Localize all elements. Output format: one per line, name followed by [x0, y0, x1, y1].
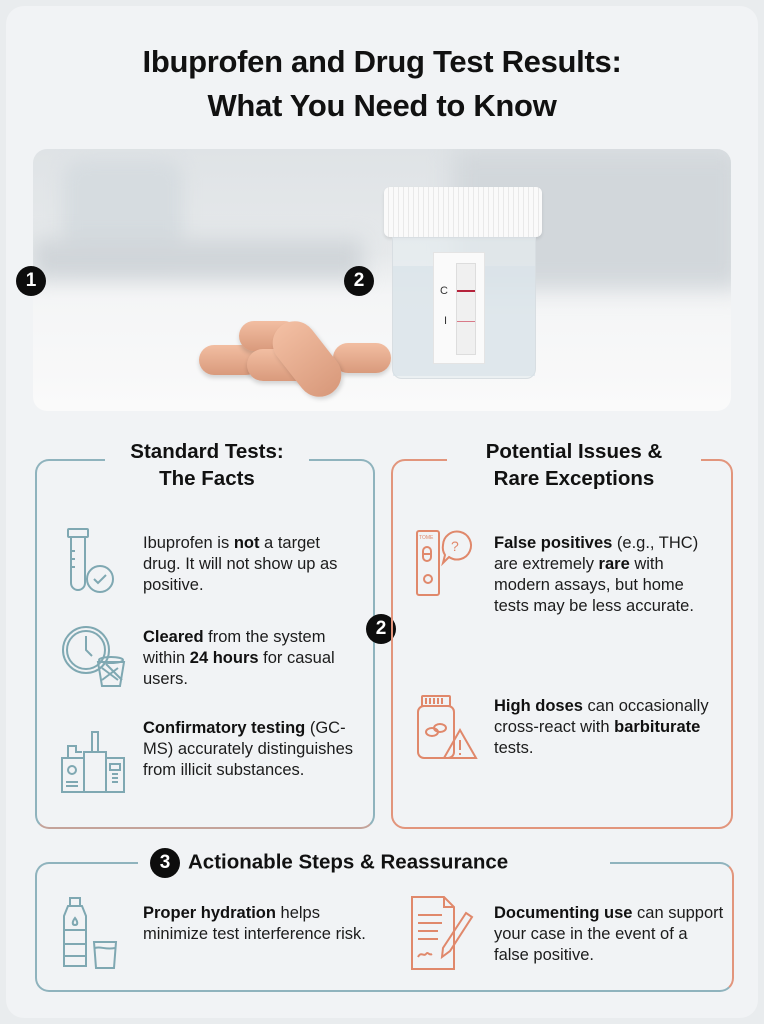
- text: helps minimize test interference risk.: [143, 904, 366, 943]
- fact-item-1: Ibuprofen is not a target drug. It will …: [143, 533, 343, 596]
- step-badge-2: 2: [344, 266, 374, 296]
- emphasis: 24 hours: [189, 649, 259, 667]
- hero-photo: C I: [33, 149, 731, 411]
- clock-trash-icon: [62, 626, 126, 687]
- heading-line-1: Standard Tests:: [130, 440, 284, 463]
- strip-window: [456, 263, 476, 355]
- emphasis: Confirmatory testing: [143, 719, 306, 737]
- action-item-2: Documenting use can support your case in…: [494, 903, 724, 966]
- emphasis: High doses: [494, 697, 583, 715]
- fact-item-2: Cleared from the system within 24 hours …: [143, 627, 363, 690]
- text: can occasionally cross-react with: [494, 697, 709, 736]
- svg-text:?: ?: [451, 538, 459, 554]
- emphasis: not: [233, 534, 260, 552]
- text: with modern assays, but home tests may b…: [494, 555, 694, 615]
- strip-label-i: I: [444, 315, 448, 327]
- cup-lid: [384, 187, 542, 237]
- title-line-1: Ibuprofen and Drug Test Results:: [142, 44, 622, 79]
- text: tests.: [494, 739, 534, 757]
- document-pen-icon: [411, 896, 474, 970]
- test-line: [457, 321, 475, 322]
- text: Ibuprofen is: [143, 534, 234, 552]
- heading-line-1: Potential Issues &: [485, 440, 663, 463]
- potential-issues-panel: [391, 459, 733, 829]
- lab-instrument-icon: [61, 731, 125, 793]
- page-title: Ibuprofen and Drug Test Results: What Yo…: [0, 40, 764, 128]
- potential-issues-heading: Potential Issues & Rare Exceptions: [447, 438, 701, 492]
- emphasis: Cleared: [143, 628, 204, 646]
- issue-item-2: High doses can occasionally cross-react …: [494, 696, 719, 759]
- emphasis: Proper hydration: [143, 904, 276, 922]
- specimen-cup: C I: [384, 187, 542, 379]
- issue-item-1: False positives (e.g., THC) are extremel…: [494, 533, 719, 617]
- text: (GC-MS) accurately distinguishes from il…: [143, 719, 354, 779]
- step-badge-3: 3: [150, 848, 180, 878]
- test-strip: C I: [433, 252, 485, 364]
- emphasis: False positives: [494, 534, 613, 552]
- control-line: [457, 290, 475, 292]
- heading-line-2: Rare Exceptions: [493, 467, 655, 490]
- strip-label-c: C: [440, 285, 448, 297]
- title-line-2: What You Need to Know: [207, 88, 557, 123]
- background-blur: [33, 239, 363, 279]
- emphasis: Documenting use: [494, 904, 633, 922]
- text: (e.g., THC) are extremely: [494, 534, 699, 573]
- heading-text: Actionable Steps & Reassurance: [188, 850, 509, 874]
- pill-icon: [333, 343, 391, 373]
- svg-text:TOME: TOME: [419, 535, 434, 541]
- action-item-1: Proper hydration helps minimize test int…: [143, 903, 373, 945]
- text: a target drug. It will not show up as po…: [143, 534, 338, 594]
- emphasis: barbiturate: [614, 718, 701, 736]
- test-cassette-question-icon: TOME?: [416, 530, 472, 596]
- heading-line-2: The Facts: [159, 467, 255, 490]
- emphasis: rare: [598, 555, 630, 573]
- pill-bottle-warning-icon: [417, 695, 478, 759]
- step-badge-1: 1: [16, 266, 46, 296]
- standard-tests-heading: Standard Tests: The Facts: [105, 438, 309, 492]
- text: can support your case in the event of a …: [494, 904, 724, 964]
- fact-item-3: Confirmatory testing (GC-MS) accurately …: [143, 718, 363, 781]
- text: from the system within: [143, 628, 326, 667]
- actionable-steps-heading: 3 Actionable Steps & Reassurance: [138, 848, 610, 878]
- water-bottle-glass-icon: [63, 897, 118, 969]
- test-tube-check-icon: [67, 528, 114, 593]
- cup-jar: C I: [392, 237, 536, 379]
- text: for casual users.: [143, 649, 335, 688]
